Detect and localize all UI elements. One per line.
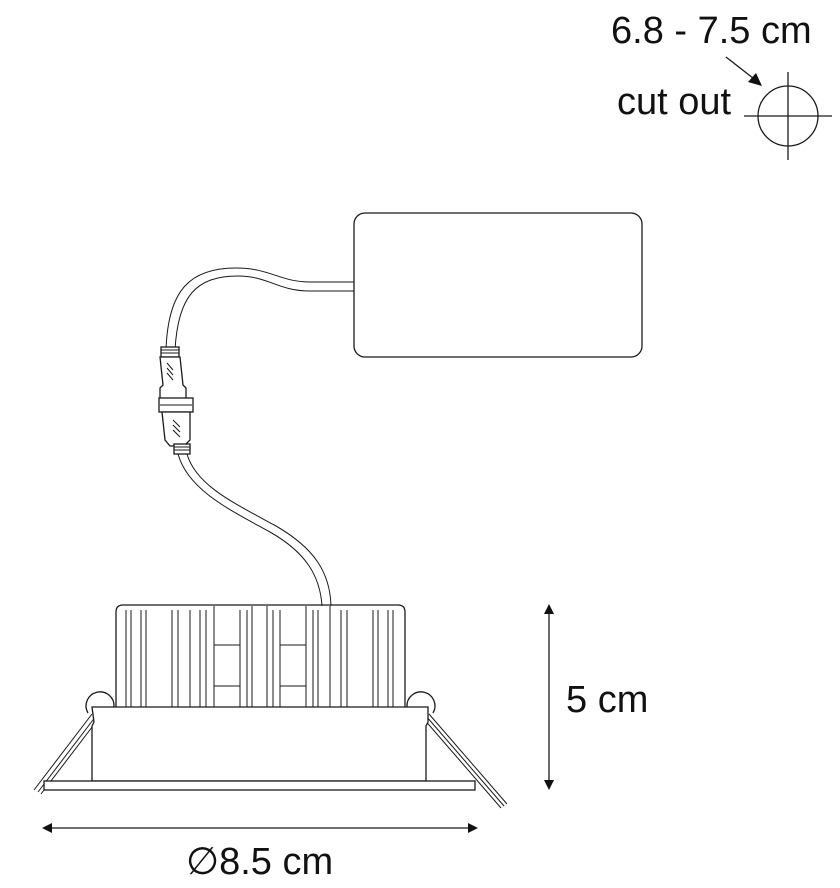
driver-box [353, 212, 643, 358]
height-dimension-label: 5 cm [566, 679, 649, 721]
trim-ring [43, 706, 476, 791]
cutout-dimension-label: 6.8 - 7.5 cm [611, 10, 812, 52]
diameter-dimension-arrow [42, 823, 478, 833]
heatsink [115, 604, 406, 707]
cutout-label: cut out [617, 81, 732, 123]
connector [158, 346, 194, 455]
height-dimension-arrow [544, 604, 554, 790]
cable-lower [177, 453, 332, 607]
cable-upper [165, 267, 354, 351]
spring-clip-left [33, 691, 115, 795]
diameter-dimension-label: ∅8.5 cm [186, 841, 334, 883]
cutout-symbol [725, 56, 832, 160]
spring-clip-right [406, 691, 508, 809]
